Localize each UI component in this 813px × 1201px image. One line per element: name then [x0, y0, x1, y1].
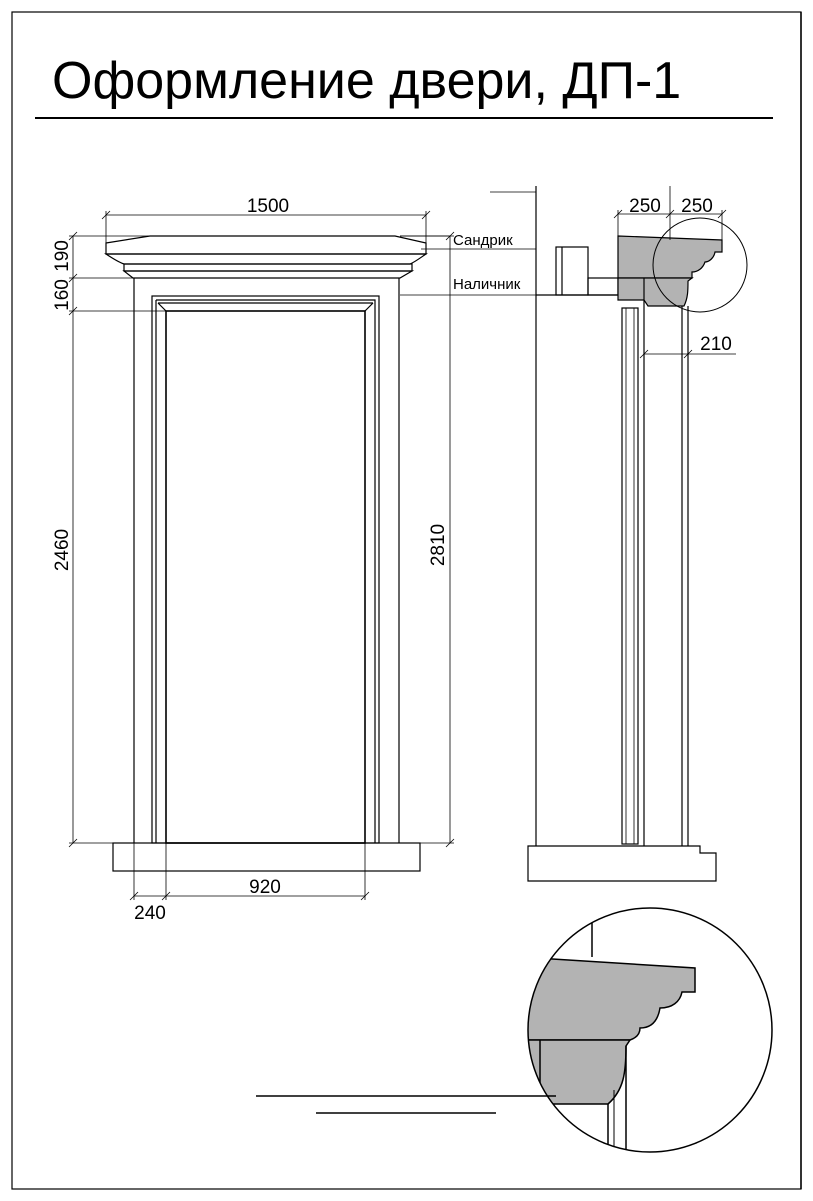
nalichnik-inner-1 [155, 299, 376, 843]
side-dimensions [613, 186, 736, 359]
detail-enlarged [528, 908, 696, 1152]
door-leaf [165, 310, 366, 844]
label-sandrik: Сандрик [453, 232, 513, 249]
front-dimensions [68, 210, 536, 901]
front-view [104, 235, 428, 872]
nalichnik-miter-left [157, 302, 167, 312]
frame-border [11, 11, 802, 1190]
dim-nalichnik-height: 160 [52, 279, 73, 311]
dim-jamb-width: 240 [134, 903, 166, 924]
sandrik-top [105, 235, 427, 255]
dim-sandrik-height: 190 [52, 240, 73, 272]
sandrik-band [123, 263, 413, 272]
nalichnik-outer [151, 295, 380, 844]
dim-side-top-left: 250 [629, 196, 661, 217]
plinth-base [112, 842, 421, 872]
nalichnik-profile [617, 277, 694, 307]
nalichnik-miter-right [364, 302, 374, 312]
sandrik-molding [104, 253, 428, 265]
dim-total-height: 2810 [428, 524, 449, 566]
dim-opening-height: 2460 [52, 529, 73, 571]
dim-overall-width: 1500 [247, 196, 289, 217]
label-nalichnik: Наличник [453, 276, 521, 293]
detail-sandrik-profile [528, 956, 696, 1041]
page-title: Оформление двери, ДП-1 [52, 52, 681, 110]
dim-side-top-right: 250 [681, 196, 713, 217]
sandrik-bottom [122, 270, 415, 279]
detail-circle [527, 907, 773, 1153]
dim-side-depth: 210 [700, 334, 732, 355]
dim-opening-width: 920 [249, 877, 281, 898]
sandrik-profile [617, 235, 723, 279]
detail-callout-circle [652, 217, 748, 313]
